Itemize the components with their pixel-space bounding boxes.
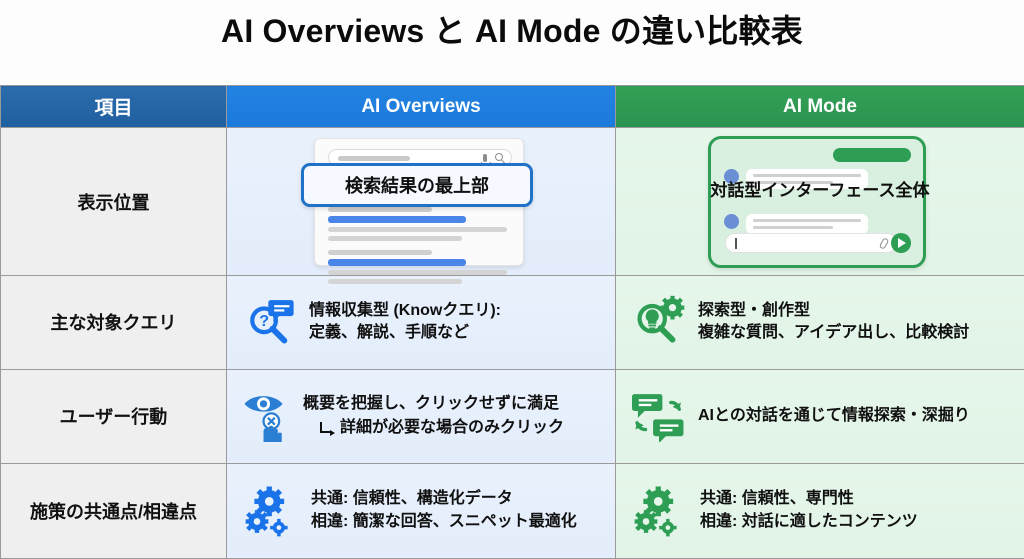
turn-arrow-icon <box>319 422 335 437</box>
svg-text:?: ? <box>259 313 269 331</box>
chat-header-pill <box>833 148 911 162</box>
table-row: 施策の共通点/相違点 <box>0 462 1024 559</box>
column-header-item: 項目 <box>0 85 227 128</box>
lightbulb-gear-search-icon <box>637 296 685 344</box>
overviews-diff-line: 相違: 簡潔な回答、スニペット最適化 <box>311 512 577 530</box>
mode-behavior-line1: AIとの対話を通じて情報探索・深掘り <box>698 406 970 424</box>
table-row: 主な対象クエリ ? 情報収集型 (Knowクエリ): <box>0 275 1024 370</box>
chat-bubble <box>746 169 868 189</box>
cell-mode-common-diff: 共通: 信頼性、専門性 相違: 対話に適したコンテンツ <box>615 462 1024 559</box>
cell-overviews-target-query: ? 情報収集型 (Knowクエリ): 定義、解説、手順など <box>226 275 616 370</box>
serp-line-link <box>328 216 466 223</box>
overviews-behavior-line1: 概要を把握し、クリックせずに満足 <box>303 395 560 413</box>
gears-icon <box>245 486 288 537</box>
serp-line-link <box>328 259 466 266</box>
serp-result-item <box>328 207 514 241</box>
page-title: AI Overviews と AI Mode の違い比較表 <box>221 13 803 49</box>
overviews-common-line: 共通: 信頼性、構造化データ <box>311 490 513 508</box>
serp-line <box>328 227 507 232</box>
mode-common-line: 共通: 信頼性、専門性 <box>700 490 854 508</box>
question-chat-search-icon: ? <box>250 300 294 344</box>
chat-mockup: 対話型インターフェース全体 <box>616 128 1024 275</box>
row-label-display-position: 表示位置 <box>0 126 227 277</box>
overviews-query-line1: 情報収集型 (Knowクエリ): <box>309 301 501 319</box>
cell-overviews-display-position: 検索結果の最上部 <box>226 126 616 284</box>
column-header-ai-mode: AI Mode <box>615 85 1024 128</box>
chat-input[interactable] <box>725 233 897 253</box>
cell-mode-target-query: 探索型・創作型 複雑な質問、アイデア出し、比較検討 <box>615 275 1024 370</box>
mode-diff-line: 相違: 対話に適したコンテンツ <box>700 512 918 530</box>
two-chat-bubbles-loop-icon <box>632 394 684 443</box>
cell-mode-display-position: 対話型インターフェース全体 <box>615 126 1024 277</box>
mode-query-line1: 探索型・創作型 <box>698 301 811 319</box>
serp-line <box>328 250 433 255</box>
chat-bubble <box>746 214 868 234</box>
cell-overviews-common-diff: 共通: 信頼性、構造化データ 相違: 簡潔な回答、スニペット最適化 <box>226 462 616 559</box>
text-caret <box>735 238 737 249</box>
serp-line <box>328 207 433 212</box>
serp-line <box>328 270 507 275</box>
table-row: 表示位置 <box>0 126 1024 284</box>
gears-icon <box>634 486 677 537</box>
table-row: ユーザー行動 概要を把握し、クリックせずに <box>0 368 1024 464</box>
column-header-ai-overviews: AI Overviews <box>226 85 616 128</box>
serp-line <box>328 279 462 284</box>
overviews-behavior-line2: 詳細が必要な場合のみクリック <box>340 419 565 437</box>
row-label-user-behavior: ユーザー行動 <box>0 368 227 464</box>
row-label-common-diff: 施策の共通点/相違点 <box>0 462 227 559</box>
mode-query-line2: 複雑な質問、アイデア出し、比較検討 <box>698 324 970 342</box>
chat-card <box>708 136 926 268</box>
serp-result-item <box>328 250 514 284</box>
chat-message <box>724 214 868 234</box>
serp-result-list <box>328 207 514 293</box>
avatar <box>724 214 739 229</box>
highlight-callout-box: 検索結果の最上部 <box>301 163 533 207</box>
microphone-icon <box>481 154 491 166</box>
row-label-target-query: 主な対象クエリ <box>0 275 227 370</box>
cell-overviews-user-behavior: 概要を把握し、クリックせずに満足 詳細が必要な場合のみクリック <box>226 368 616 464</box>
send-button[interactable] <box>891 233 911 253</box>
serp-search-placeholder-bar <box>338 156 410 161</box>
search-icon <box>495 153 503 161</box>
eye-cursor-noclick-icon <box>244 396 283 443</box>
avatar <box>724 169 739 184</box>
chat-callout-label: 対話型インターフェース全体 <box>710 181 930 200</box>
table-header-row: 項目 AI Overviews AI Mode <box>0 85 1024 128</box>
comparison-table: 項目 AI Overviews AI Mode 表示位置 <box>0 85 1024 559</box>
serp-mockup: 検索結果の最上部 <box>227 128 615 284</box>
highlight-callout-label: 検索結果の最上部 <box>345 176 489 196</box>
serp-line <box>328 236 462 241</box>
paperclip-icon[interactable] <box>878 237 890 250</box>
overviews-query-line2: 定義、解説、手順など <box>309 324 470 342</box>
cell-mode-user-behavior: AIとの対話を通じて情報探索・深掘り <box>615 368 1024 464</box>
chat-message <box>724 169 868 189</box>
